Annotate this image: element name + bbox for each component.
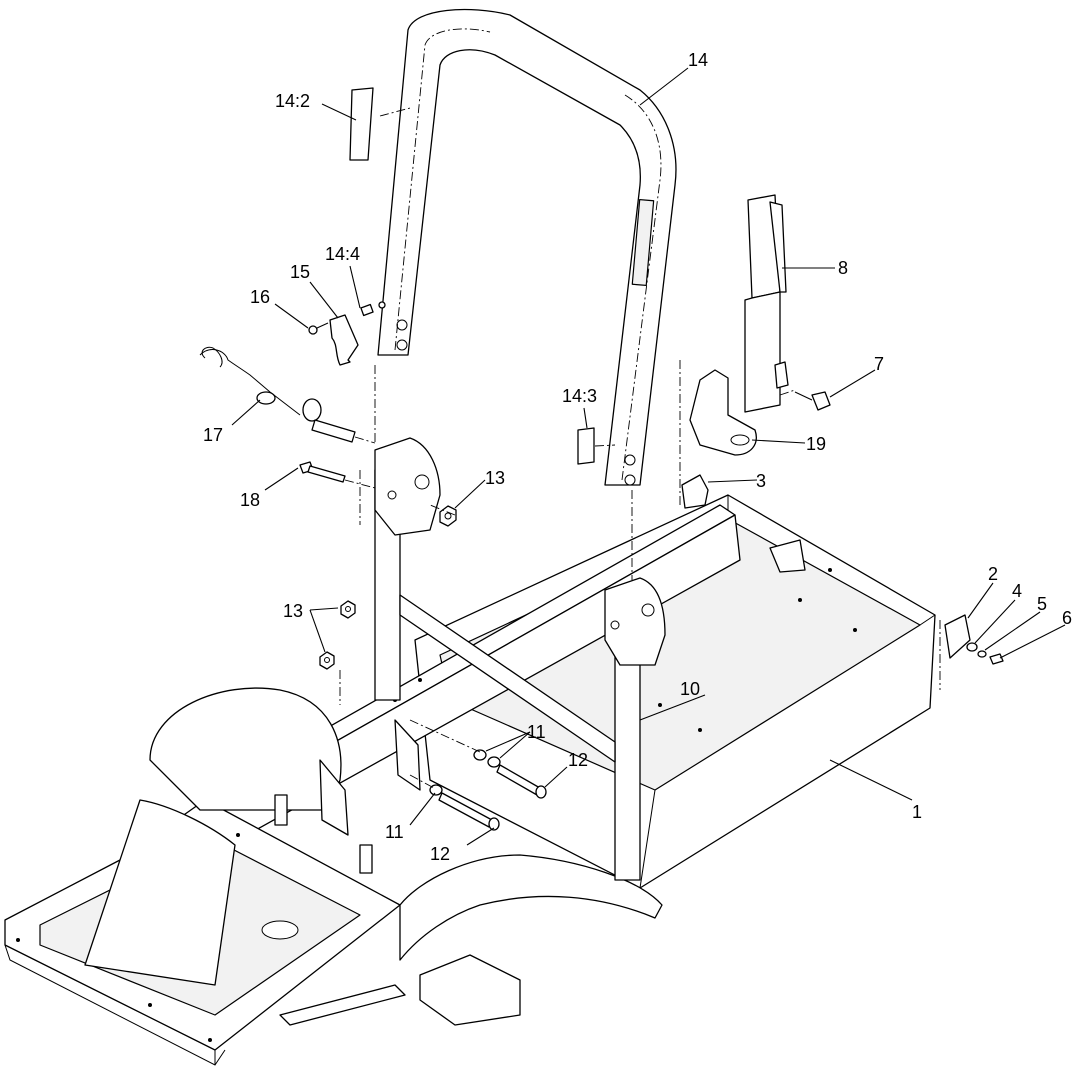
interior-bracket-a xyxy=(319,759,349,836)
foot-strip xyxy=(279,984,406,1026)
lanyard-pin-17 xyxy=(199,346,356,443)
bracket-8-lower xyxy=(744,291,781,413)
left-pivot-plate xyxy=(374,437,441,536)
callout-10: 10 xyxy=(680,679,700,699)
post-stud-a xyxy=(274,794,288,826)
lanyard-cable xyxy=(199,349,301,416)
callout-14-4: 14:4 xyxy=(325,244,360,264)
callout-11-b: 11 xyxy=(385,822,404,842)
latch-bracket-15 xyxy=(329,314,359,366)
callout-11-a: 11 xyxy=(527,722,546,742)
bracket-2 xyxy=(944,614,971,659)
callout-labels: 1 2 3 4 5 6 7 8 10 11 11 12 12 13 13 14 … xyxy=(203,50,1072,864)
seat-plate xyxy=(84,799,236,986)
washer-5 xyxy=(977,650,987,658)
callout-5: 5 xyxy=(1037,594,1047,614)
bracket-19 xyxy=(689,369,757,456)
bolt-6-head xyxy=(989,653,1004,665)
right-fender-mount xyxy=(419,954,521,1026)
assembly-paths xyxy=(339,107,941,789)
pin-12b-head xyxy=(488,817,500,831)
spacer-14-4 xyxy=(360,301,386,317)
deck-cutout xyxy=(261,920,299,940)
callout-17: 17 xyxy=(203,425,223,445)
pin-12a-head xyxy=(535,785,547,799)
nut-13-lower-b xyxy=(319,651,335,670)
main-frame xyxy=(4,494,936,1066)
callout-16: 16 xyxy=(250,287,270,307)
callout-8: 8 xyxy=(838,258,848,278)
pin-shank xyxy=(311,419,356,443)
callout-3: 3 xyxy=(756,471,766,491)
bolt-7 xyxy=(794,391,831,411)
frame-gusset xyxy=(769,539,806,573)
lanyard-tab xyxy=(256,391,276,405)
callout-14-3: 14:3 xyxy=(562,386,597,406)
callout-7: 7 xyxy=(874,354,884,374)
right-pivot-plate xyxy=(604,577,666,666)
bracket-8-flange xyxy=(769,201,787,293)
lower-hoop-crossbar xyxy=(399,594,616,763)
callout-12-b: 12 xyxy=(430,844,450,864)
washer-11c xyxy=(429,784,443,796)
callout-12-a: 12 xyxy=(568,750,588,770)
decal-14-2 xyxy=(349,87,374,161)
nut-13-lower-a xyxy=(340,600,356,619)
bracket-3 xyxy=(681,474,709,509)
screw-16 xyxy=(308,322,329,335)
frame-front-edge xyxy=(4,944,226,1066)
callout-13-a: 13 xyxy=(485,468,505,488)
bracket-8-clip xyxy=(774,361,789,389)
washer-11a xyxy=(473,749,487,761)
callout-6: 6 xyxy=(1062,608,1072,628)
upper-hoop-centerline-a xyxy=(394,28,491,351)
frame-tray-lip xyxy=(919,614,936,626)
left-fender xyxy=(149,687,342,811)
callout-14: 14 xyxy=(688,50,708,70)
callout-18: 18 xyxy=(240,490,260,510)
washer-4 xyxy=(966,642,978,652)
callout-2: 2 xyxy=(988,564,998,584)
callout-4: 4 xyxy=(1012,581,1022,601)
interior-bracket-b xyxy=(394,719,421,791)
decal-14-3 xyxy=(577,427,595,465)
pin-ring xyxy=(302,398,322,422)
decal-hoop-right xyxy=(631,198,655,287)
hardware-11-12 xyxy=(429,749,547,831)
frame-tray-inner-edge xyxy=(639,789,656,889)
bracket-8 xyxy=(744,194,789,413)
nut-13-upper xyxy=(439,505,457,527)
right-fender xyxy=(399,854,663,961)
hardware-2-6 xyxy=(944,614,1004,665)
clip-loop xyxy=(201,346,223,368)
post-stud-b xyxy=(359,844,373,874)
callout-15: 15 xyxy=(290,262,310,282)
upper-rops-hoop xyxy=(377,8,677,486)
lower-rops-hoop xyxy=(374,437,666,881)
washer-11b xyxy=(487,756,501,768)
callout-14-2: 14:2 xyxy=(275,91,310,111)
leader-lines xyxy=(231,67,1066,846)
upper-hoop-tube xyxy=(377,8,677,486)
callout-19: 19 xyxy=(806,434,826,454)
callout-13-b: 13 xyxy=(283,601,303,621)
bolt-18 xyxy=(299,461,346,483)
callout-1: 1 xyxy=(912,802,922,822)
